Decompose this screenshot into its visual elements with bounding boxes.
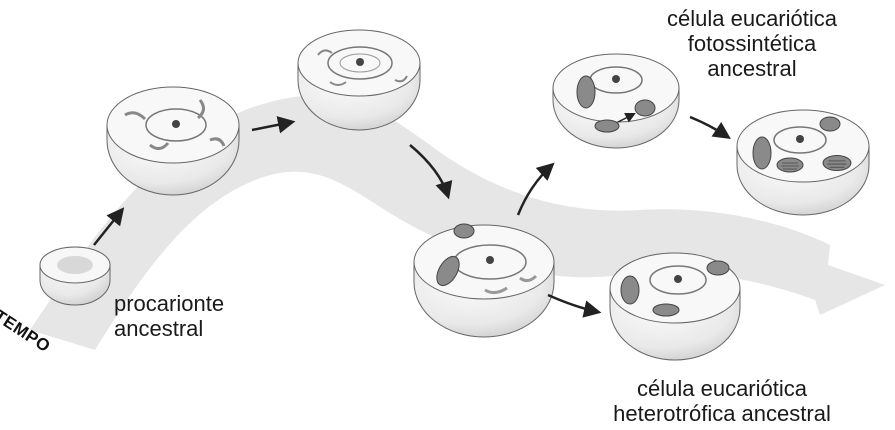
heterotrophic-label-line1: célula eucariótica xyxy=(552,376,892,401)
infolding-cell xyxy=(107,87,239,195)
arrow-photo-precursor-to-photo xyxy=(690,117,728,137)
nucleated-cell xyxy=(298,30,420,130)
photosynthetic-label-line2: fotossintética xyxy=(612,31,892,56)
photosynthetic-label-line3: ancestral xyxy=(612,56,892,81)
heterotrophic-eukaryote-cell xyxy=(610,253,740,360)
photosynthetic-label-line1: célula eucariótica xyxy=(612,6,892,31)
heterotrophic-label-line2: heterotrófica ancestral xyxy=(552,401,892,426)
arrow-engulfing-to-heterotroph xyxy=(548,295,598,312)
heterotrophic-eukaryote-label: célula eucariótica heterotrófica ancestr… xyxy=(552,376,892,426)
prokaryote-label-line2: ancestral xyxy=(114,316,224,341)
prokaryote-label-line1: procarionte xyxy=(114,291,224,316)
engulfing-cell xyxy=(414,224,554,337)
photosynthetic-eukaryote-cell xyxy=(737,110,869,215)
prokaryote-label: procarionte ancestral xyxy=(114,291,224,341)
prokaryote-cell xyxy=(40,247,110,305)
photosynthetic-eukaryote-label: célula eucariótica fotossintética ancest… xyxy=(612,6,892,81)
